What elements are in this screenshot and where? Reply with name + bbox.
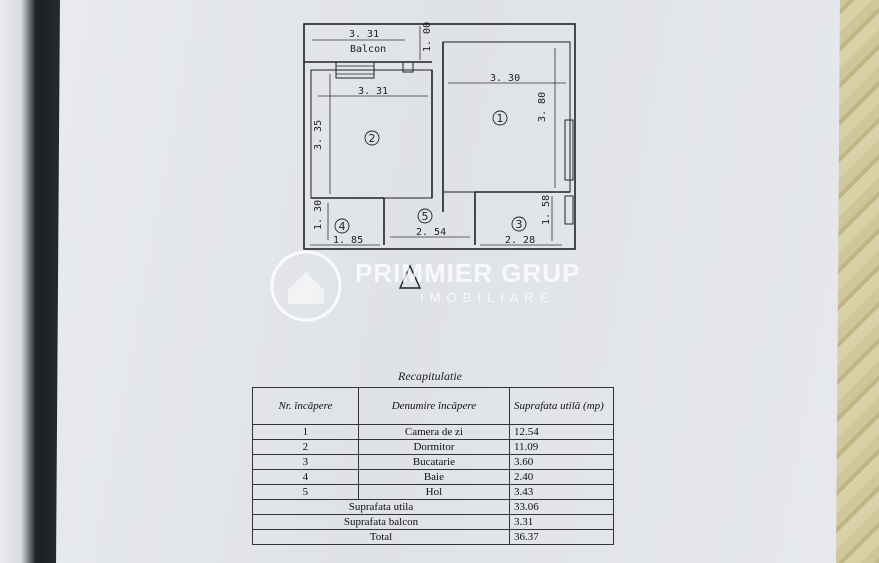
dim-room3-width: 2. 28 — [505, 235, 535, 246]
room-number-4: 4 — [339, 220, 346, 233]
dim-balcon-width: 3. 31 — [349, 29, 379, 40]
room-number-1: 1 — [497, 112, 504, 125]
cell-nr: 5 — [252, 484, 359, 500]
recap-table: Nr. încăpere Denumire încăpere Suprafata… — [252, 387, 615, 545]
total-label: Suprafata utila — [252, 499, 510, 515]
total-value: 33.06 — [508, 499, 615, 515]
cell-nr: 1 — [252, 424, 359, 440]
total-label: Total — [252, 529, 510, 545]
recap-title: Recapitulatie — [398, 369, 462, 383]
room-number-2: 2 — [369, 132, 376, 145]
total-row: Suprafata utila 33.06 — [252, 499, 615, 515]
cell-nr: 2 — [252, 439, 359, 455]
dim-room4-height: 1. 30 — [313, 200, 324, 230]
header-nr: Nr. încăpere — [252, 387, 359, 425]
balcon-label: Balcon — [350, 44, 386, 55]
table-header-row: Nr. încăpere Denumire încăpere Suprafata… — [252, 387, 615, 425]
total-value: 3.31 — [508, 514, 615, 530]
table-row: 4 Baie 2.40 — [252, 469, 615, 485]
table-row: 5 Hol 3.43 — [252, 484, 615, 500]
header-denumire: Denumire încăpere — [357, 387, 510, 425]
room-number-3: 3 — [516, 218, 523, 231]
dim-room2-width: 3. 31 — [358, 86, 388, 97]
room-number-5: 5 — [422, 210, 429, 223]
cell-nr: 3 — [252, 454, 359, 470]
cell-area: 3.43 — [508, 484, 615, 500]
cell-area: 11.09 — [508, 439, 615, 455]
total-row: Suprafata balcon 3.31 — [252, 514, 615, 530]
cell-area: 2.40 — [508, 469, 615, 485]
watermark-sub: IMOBILIARE — [420, 290, 555, 305]
watermark-name: PRIMMIER GRUP — [355, 258, 581, 288]
dim-room2-height: 3. 35 — [313, 120, 324, 150]
entrance-triangle — [398, 264, 422, 289]
cell-name: Hol — [357, 484, 510, 500]
table-row: 1 Camera de zi 12.54 — [252, 424, 615, 440]
window-right-lower — [564, 195, 574, 225]
inner-wall-room1 — [442, 41, 571, 193]
dim-balcon-depth: 1. 00 — [422, 22, 433, 52]
dim-room3-height: 1. 58 — [541, 195, 552, 225]
balcony-door — [402, 61, 414, 73]
cell-area: 3.60 — [508, 454, 615, 470]
cell-name: Camera de zi — [357, 424, 510, 440]
dim-room4-width: 1. 85 — [333, 235, 363, 246]
window-right — [564, 119, 574, 181]
cell-nr: 4 — [252, 469, 359, 485]
dim-room1-width: 3. 30 — [490, 73, 520, 84]
watermark-logo-icon — [270, 250, 342, 322]
total-value: 36.37 — [508, 529, 615, 545]
cell-name: Bucatarie — [357, 454, 510, 470]
cell-name: Dormitor — [357, 439, 510, 455]
total-row: Total 36.37 — [252, 529, 615, 545]
table-row: 3 Bucatarie 3.60 — [252, 454, 615, 470]
header-suprafata: Suprafata utilă (mp) — [508, 387, 615, 425]
cell-area: 12.54 — [508, 424, 615, 440]
dim-hall-width: 2. 54 — [416, 227, 446, 238]
plan-outer-wall — [303, 23, 576, 250]
background-left — [0, 0, 60, 563]
total-label: Suprafata balcon — [252, 514, 510, 530]
cell-name: Baie — [357, 469, 510, 485]
dim-room1-height: 3. 80 — [537, 92, 548, 122]
table-row: 2 Dormitor 11.09 — [252, 439, 615, 455]
background-fabric — [835, 0, 879, 563]
